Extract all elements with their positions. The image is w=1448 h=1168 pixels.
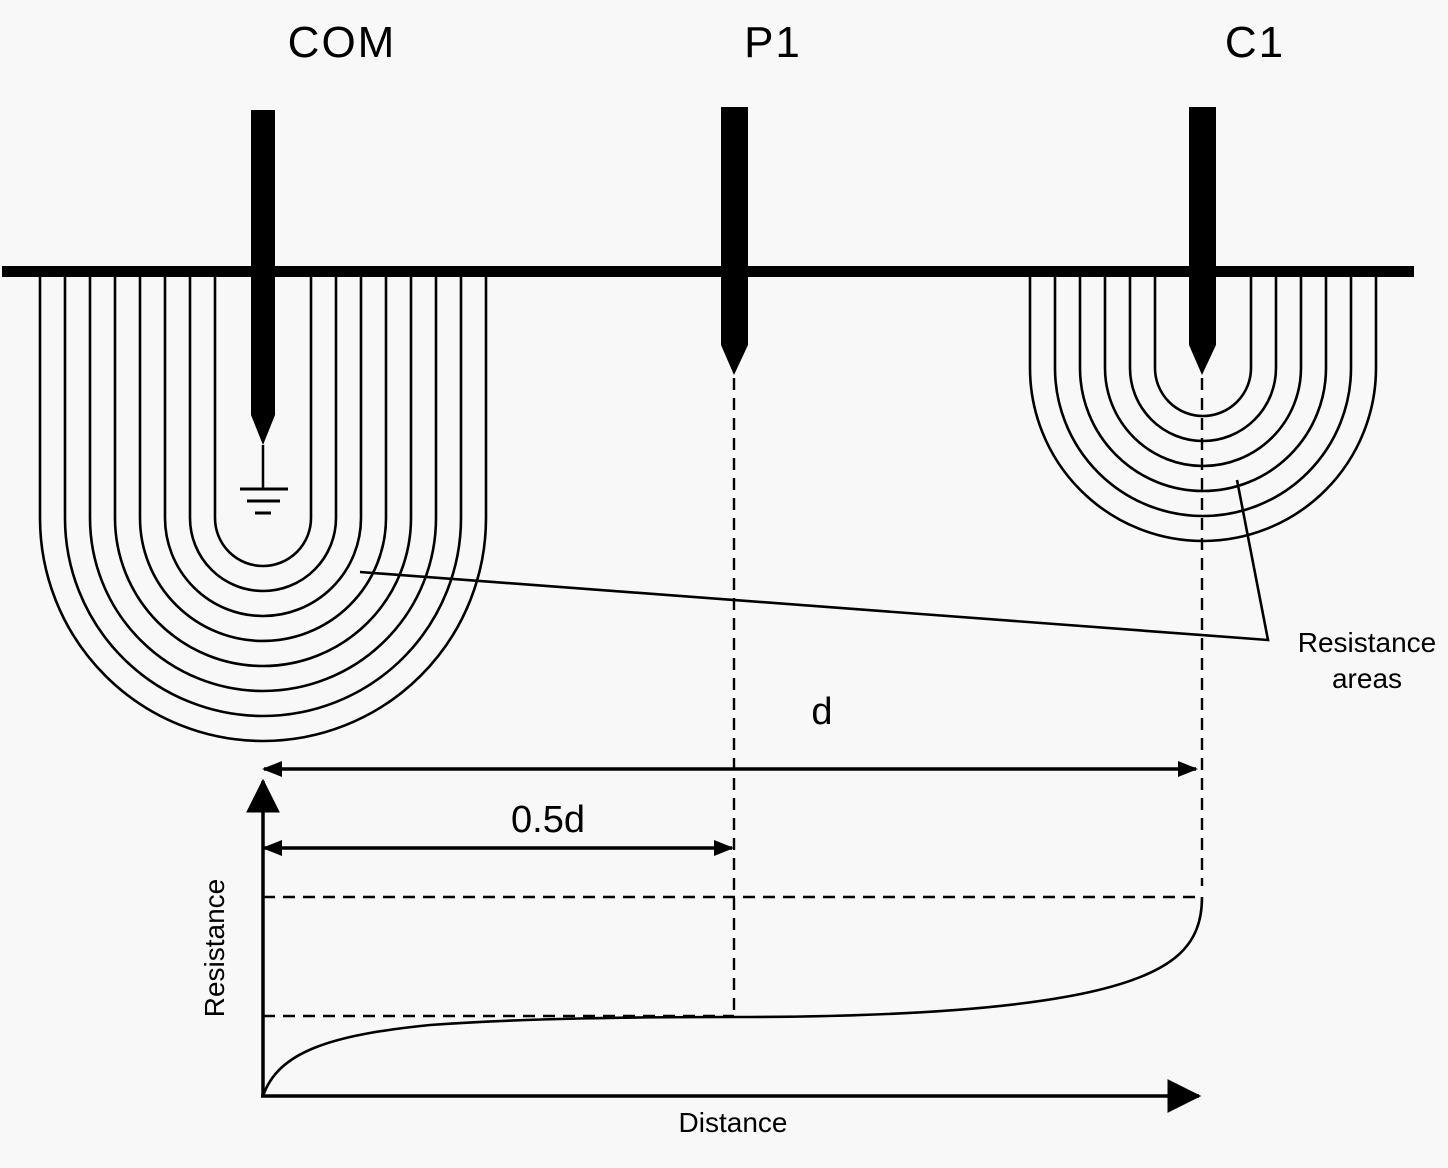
resistance-areas-leader <box>359 479 1270 642</box>
com-resistance-shell <box>88 277 438 693</box>
c1-resistance-shell <box>1053 277 1353 518</box>
c1-electrode <box>1189 107 1216 375</box>
c1-resistance-shell <box>1078 277 1328 493</box>
com-resistance-shell <box>138 277 388 643</box>
x-axis-label: Distance <box>679 1107 788 1138</box>
com-electrode <box>251 110 275 445</box>
com-resistance-shell <box>213 277 313 568</box>
ground-surface-line <box>2 266 1414 277</box>
dimension-label-d: d <box>811 691 832 733</box>
probe-label-com: COM <box>288 18 397 67</box>
com-resistance-shell <box>38 277 488 743</box>
resistance-areas-label-line1: Resistance <box>1298 627 1437 658</box>
p1-electrode <box>721 107 748 375</box>
dimension-label-half-d: 0.5d <box>511 799 585 841</box>
probe-label-p1: P1 <box>744 18 802 67</box>
resistance-areas-label-line2: areas <box>1332 663 1402 694</box>
y-axis-label: Resistance <box>199 879 230 1018</box>
resistance-curve <box>261 896 1204 1097</box>
com-resistance-shell <box>113 277 413 668</box>
com-resistance-area <box>38 277 488 743</box>
c1-resistance-shell <box>1153 277 1253 418</box>
probe-label-c1: C1 <box>1225 18 1285 67</box>
com-resistance-shell <box>188 277 338 593</box>
com-resistance-shell <box>163 277 363 618</box>
com-resistance-shell <box>63 277 463 718</box>
ground-symbol-icon <box>240 445 288 515</box>
